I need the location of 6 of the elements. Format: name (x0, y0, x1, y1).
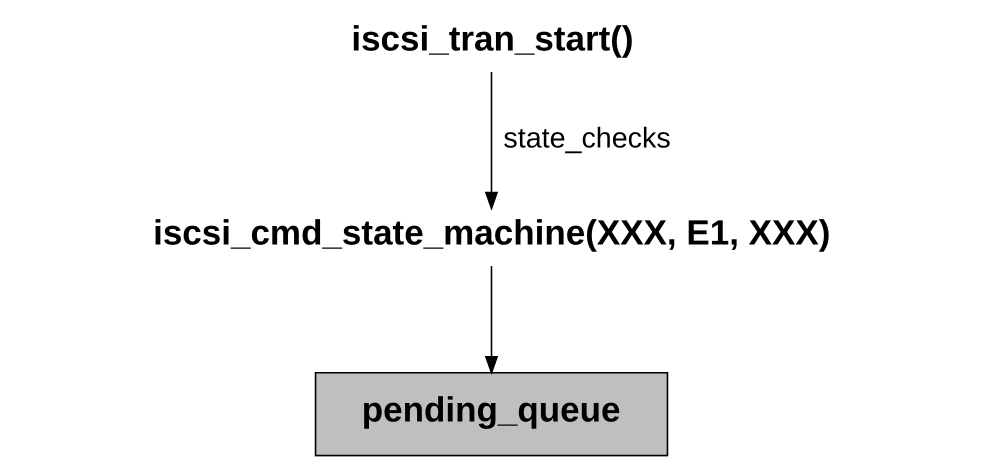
node-box: pending_queue (314, 372, 668, 456)
arrow (484, 72, 498, 211)
edge-label: state_checks (503, 122, 671, 154)
node-text: iscsi_cmd_state_machine(XXX, E1, XXX) (153, 214, 830, 253)
node-text: iscsi_tran_start() (351, 19, 634, 58)
arrow (484, 266, 498, 376)
